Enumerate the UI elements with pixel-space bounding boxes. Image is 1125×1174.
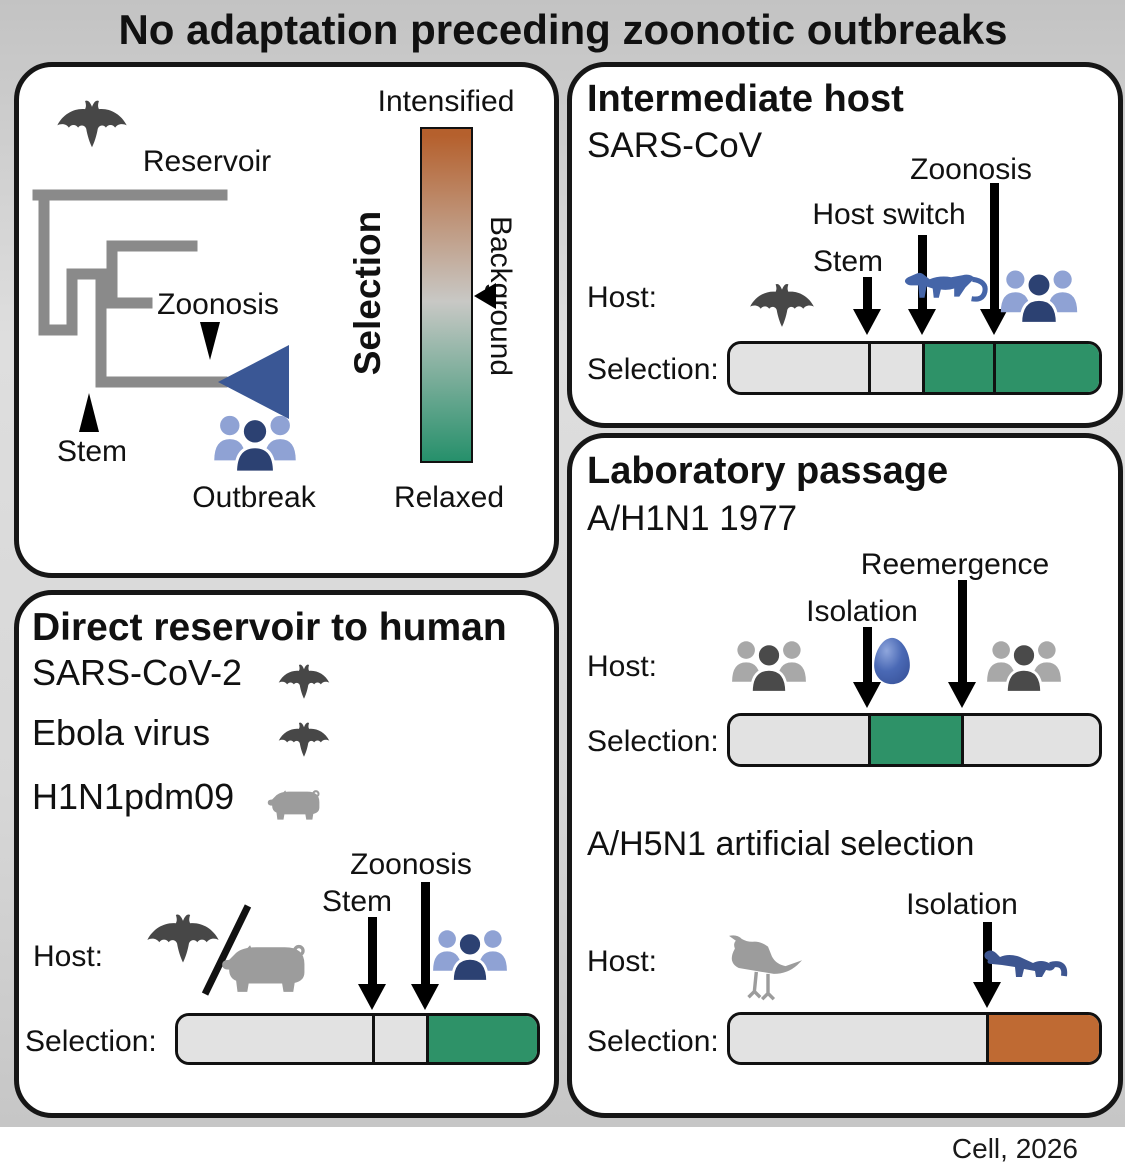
bar-segment-background_gray <box>730 716 868 764</box>
stem-label: Stem <box>56 435 128 468</box>
host-row-label: Host: <box>587 281 658 314</box>
isolation-annotation: Isolation <box>806 595 918 628</box>
background-pointer-icon <box>474 283 496 309</box>
panel-title: Direct reservoir to human <box>32 606 507 649</box>
isolation-annotation-2: Isolation <box>906 888 1018 921</box>
host-switch-annotation: Host switch <box>812 198 966 231</box>
bar-segment-intensified_orange <box>985 1015 1099 1062</box>
stem-annotation: Stem <box>812 245 884 278</box>
reservoir-label: Reservoir <box>142 145 272 178</box>
selection-bar <box>727 713 1102 767</box>
bar-segment-background_gray <box>730 1015 986 1062</box>
outbreak-label: Outbreak <box>192 481 316 514</box>
isolation-arrow-icon <box>853 627 881 708</box>
panel-laboratory-passage: Laboratory passage A/H1N1 1977 Reemergen… <box>567 433 1123 1118</box>
outbreak-funnel-icon <box>218 345 289 419</box>
zoonosis-annotation: Zoonosis <box>910 153 1032 186</box>
civet-icon <box>904 272 988 302</box>
legend-intensified-label: Intensified <box>377 85 515 118</box>
virus-name: SARS-CoV-2 <box>32 652 243 693</box>
reemergence-annotation: Reemergence <box>860 548 1050 581</box>
selection-bar <box>727 341 1102 395</box>
panel-schematic: Reservoir Zoonosis Stem Outbreak Intensi… <box>14 62 559 578</box>
pig-icon <box>267 790 320 820</box>
bar-segment-relaxed_green <box>992 344 1099 392</box>
journal-credit: Cell, 2026 <box>951 1133 1078 1164</box>
bat-icon <box>278 722 330 757</box>
bar-segment-relaxed_green <box>921 344 993 392</box>
panel-direct-reservoir: Direct reservoir to human SARS-CoV-2 Ebo… <box>14 590 559 1118</box>
panel-title: Laboratory passage <box>587 450 949 492</box>
reemergence-arrow-icon <box>948 580 976 708</box>
zoonosis-label: Zoonosis <box>157 288 279 321</box>
human-group-icon <box>732 641 806 694</box>
virus-name: H1N1pdm09 <box>32 776 235 817</box>
bar-segment-background_gray <box>371 1016 426 1062</box>
selection-row-label: Selection: <box>25 1025 157 1058</box>
bar-segment-relaxed_green <box>867 716 962 764</box>
virus-name: Ebola virus <box>32 712 211 753</box>
legend-relaxed-label: Relaxed <box>393 481 505 514</box>
zoonosis-annotation: Zoonosis <box>350 848 472 881</box>
selection-row-label-2: Selection: <box>587 1025 719 1058</box>
host-row-label: Host: <box>587 650 658 683</box>
human-group-icon <box>987 641 1061 694</box>
phylogenetic-tree <box>32 189 228 388</box>
selection-row-label: Selection: <box>587 725 719 758</box>
figure-title: No adaptation preceding zoonotic outbrea… <box>118 6 1008 53</box>
selection-bar <box>175 1013 540 1065</box>
bar-segment-background_gray <box>178 1016 372 1062</box>
zoonosis-arrow-icon <box>980 183 1008 335</box>
panel-title: Intermediate host <box>587 78 904 120</box>
bat-icon <box>57 100 127 148</box>
stem-arrow-icon <box>853 277 881 335</box>
bar-segment-background_gray <box>730 344 868 392</box>
host-row-label: Host: <box>33 940 104 973</box>
human-group-icon <box>433 930 507 983</box>
bar-segment-background_gray <box>961 716 1099 764</box>
host-switch-arrow-icon <box>908 235 936 335</box>
outbreak-people-icon <box>214 415 296 474</box>
stem-arrow-icon <box>358 917 386 1010</box>
panel-subtitle: A/H1N1 1977 <box>587 499 798 538</box>
bat-icon <box>278 664 330 699</box>
pig-icon <box>222 944 305 992</box>
selection-bar-2 <box>727 1012 1102 1065</box>
gull-icon <box>729 935 803 1001</box>
zoonosis-arrow-icon <box>411 882 439 1010</box>
zoonosis-marker-icon <box>200 322 220 360</box>
bat-icon <box>750 283 814 327</box>
selection-row-label: Selection: <box>587 353 719 386</box>
human-group-icon <box>1000 270 1078 325</box>
ferret-icon <box>984 950 1068 977</box>
egg-icon <box>874 637 910 685</box>
selection-gradient-bar <box>420 127 473 463</box>
bat-icon <box>147 914 219 963</box>
stem-marker-icon <box>79 393 99 432</box>
panel-subtitle: SARS-CoV <box>587 126 763 165</box>
bar-segment-relaxed_green <box>425 1016 537 1062</box>
panel-intermediate-host: Intermediate host SARS-CoV Zoonosis Host… <box>567 62 1123 428</box>
legend-selection-label: Selection <box>347 210 388 376</box>
panel-subtitle-2: A/H5N1 artificial selection <box>587 825 975 863</box>
bar-segment-background_gray <box>867 344 922 392</box>
host-row-label-2: Host: <box>587 945 658 978</box>
stem-annotation: Stem <box>321 885 393 918</box>
